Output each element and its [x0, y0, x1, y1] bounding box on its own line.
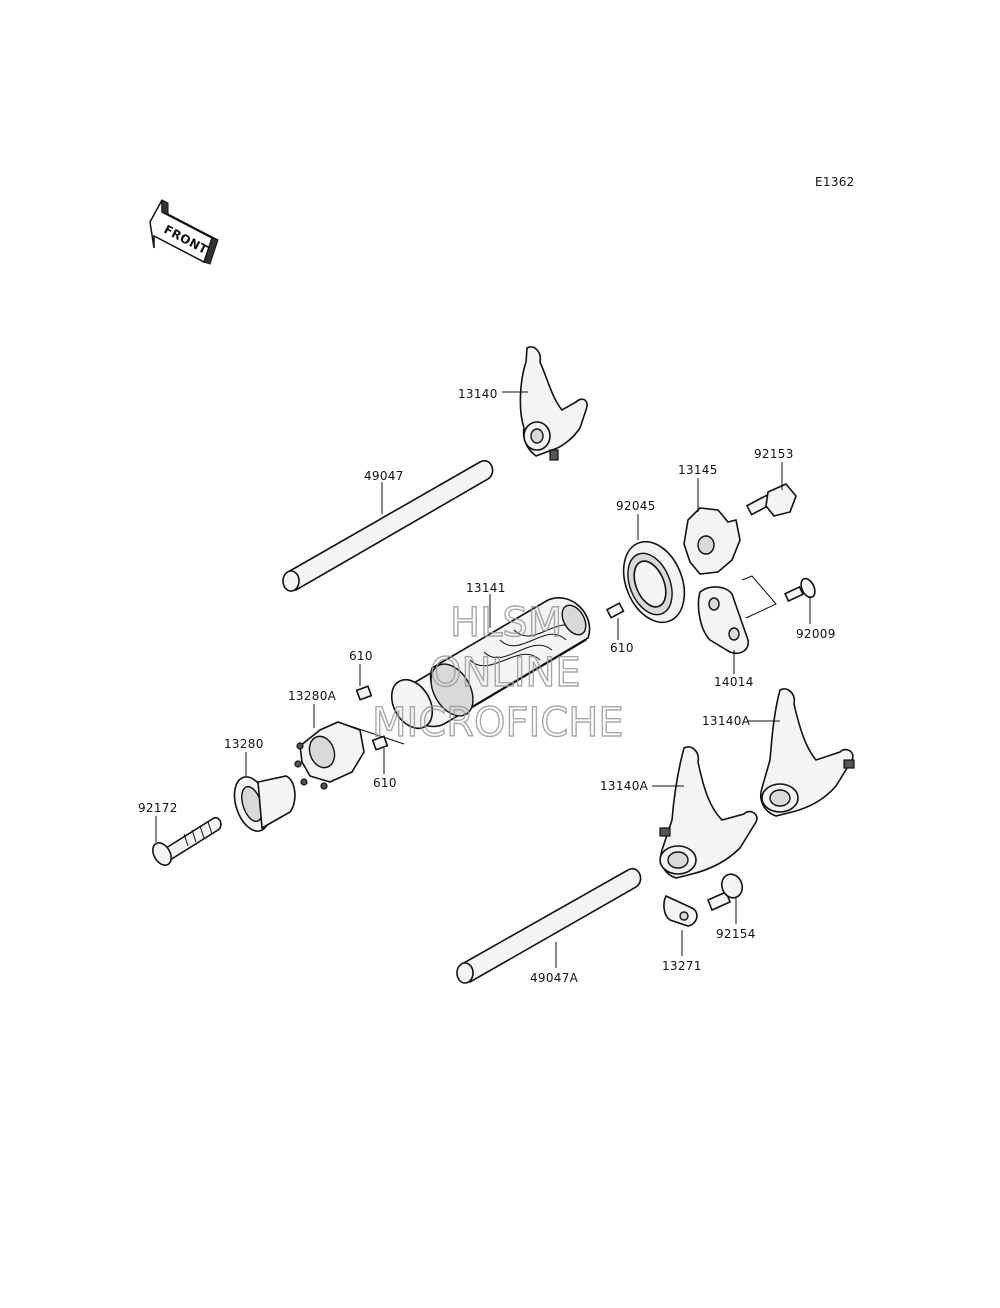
callout-13280A: 13280A — [288, 689, 337, 703]
callout-13141: 13141 — [466, 581, 506, 595]
shift-fork-13140A-right — [760, 688, 855, 817]
callout-49047A: 49047A — [530, 971, 579, 985]
drum-segment-13280A — [294, 721, 365, 790]
holder-plate-14014 — [697, 586, 750, 655]
callout-92045: 92045 — [616, 499, 656, 513]
callout-49047: 49047 — [364, 469, 404, 483]
callout-13140A-right: 13140A — [702, 714, 751, 728]
shift-drum-13141 — [390, 597, 591, 730]
screw-92009 — [783, 577, 816, 603]
callout-92172: 92172 — [138, 801, 178, 815]
callout-13271: 13271 — [662, 959, 702, 973]
drum-cam-13145 — [683, 507, 741, 575]
screw-92172 — [152, 816, 222, 866]
watermark-line-2: ONLINE — [430, 650, 581, 696]
pin-610-right — [605, 602, 625, 619]
diagram-code: E1362 — [815, 175, 855, 189]
bolt-92153 — [745, 483, 797, 517]
callout-13145: 13145 — [678, 463, 718, 477]
callout-13280: 13280 — [224, 737, 264, 751]
shift-fork-13140 — [519, 346, 588, 461]
callout-610-right: 610 — [610, 641, 634, 655]
shift-fork-13140A-middle — [659, 746, 758, 879]
pin-610-left-upper — [355, 685, 373, 701]
callout-13140: 13140 — [458, 387, 498, 401]
callout-92153: 92153 — [754, 447, 794, 461]
front-arrow-icon: FRONT — [149, 199, 219, 265]
callout-14014: 14014 — [714, 675, 754, 689]
pin-610-left-lower — [371, 735, 389, 751]
leader-lines — [155, 391, 811, 968]
shift-shaft-49047 — [282, 459, 494, 592]
callout-610-upper: 610 — [349, 649, 373, 663]
bolt-92154 — [706, 873, 744, 912]
watermark: HLSM ONLINE MICROFICHE — [371, 599, 624, 746]
watermark-line-3: MICROFICHE — [372, 700, 624, 746]
callout-610-lower: 610 — [373, 776, 397, 790]
shift-shaft-49047A — [456, 867, 642, 984]
watermark-line-1: HLSM — [450, 600, 562, 646]
callout-13140A-middle: 13140A — [600, 779, 649, 793]
callout-92154: 92154 — [716, 927, 756, 941]
plate-13271 — [663, 894, 698, 927]
callout-92009: 92009 — [796, 627, 836, 641]
cam-13280 — [233, 775, 296, 832]
bearing-92045 — [622, 540, 686, 624]
